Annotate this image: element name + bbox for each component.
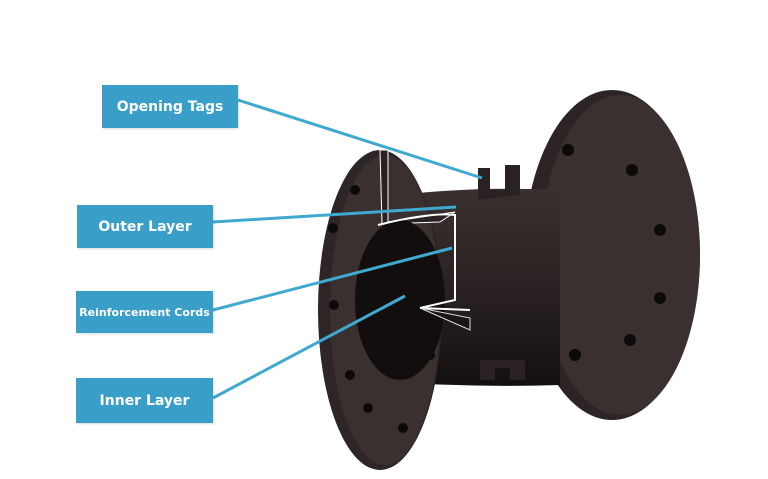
label-reinforcement-cords: Reinforcement Cords <box>76 291 213 333</box>
leader-line-outer-layer <box>212 205 457 224</box>
leader-line-inner-layer <box>212 294 406 400</box>
leader-line-reinforcement-cords <box>212 246 453 312</box>
label-inner-layer: Inner Layer <box>76 378 213 423</box>
leader-line-opening-tags <box>237 98 483 180</box>
label-outer-layer: Outer Layer <box>77 205 213 248</box>
opening-tag-bottom <box>480 360 525 380</box>
right-flange <box>524 90 700 420</box>
opening-tag-top <box>478 165 520 200</box>
label-opening-tags: Opening Tags <box>102 85 238 128</box>
